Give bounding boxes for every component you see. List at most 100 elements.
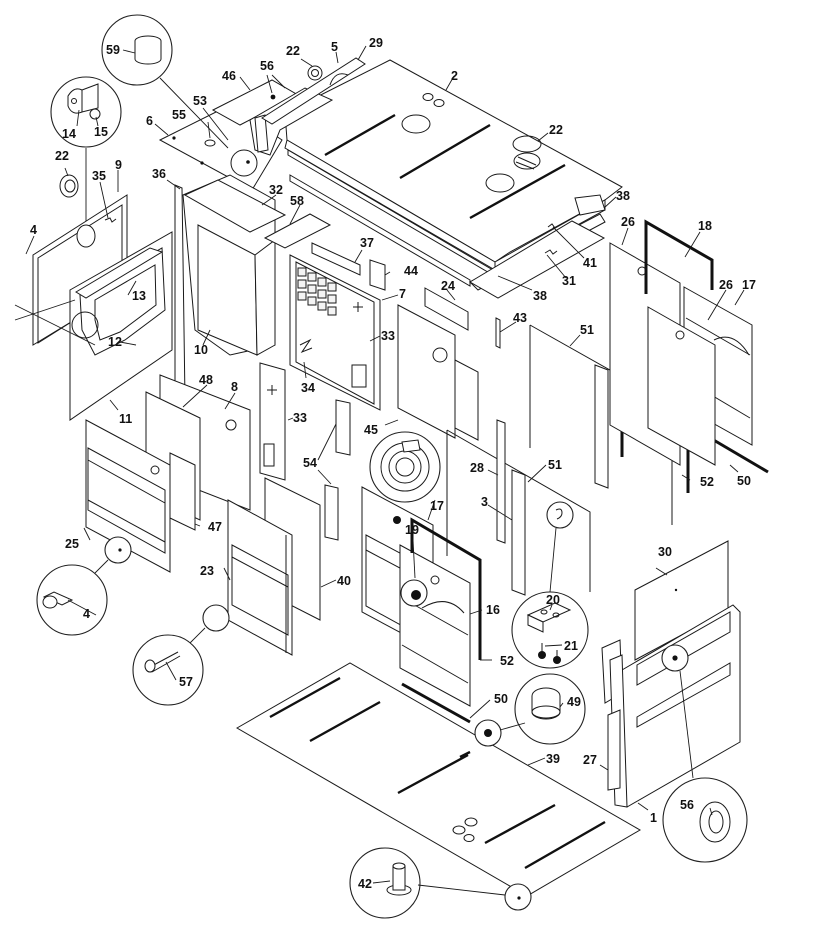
callout-37: 37 bbox=[360, 236, 374, 250]
detail-circle-42 bbox=[349, 847, 532, 919]
inner-box-part bbox=[174, 174, 332, 401]
leader-4a bbox=[14, 299, 76, 321]
leader-4b bbox=[14, 304, 96, 346]
detail-circle-4 bbox=[36, 536, 132, 636]
callout-51: 51 bbox=[580, 323, 594, 337]
callout-labels: 59 22 5 29 46 56 53 55 6 14 15 22 9 35 3… bbox=[30, 36, 756, 891]
control-grid bbox=[297, 267, 337, 316]
callout-28: 28 bbox=[470, 461, 484, 475]
door-assembly-part bbox=[227, 499, 293, 656]
callout-14: 14 bbox=[62, 127, 76, 141]
detail-circle-59 bbox=[101, 14, 229, 149]
callout-26: 26 bbox=[621, 215, 635, 229]
detail-circle-fan bbox=[369, 431, 441, 503]
callout-23: 23 bbox=[200, 564, 214, 578]
callout-22: 22 bbox=[286, 44, 300, 58]
callout-20: 20 bbox=[546, 593, 560, 607]
fan-housing-panel-part bbox=[397, 287, 501, 441]
callout-55: 55 bbox=[172, 108, 186, 122]
callout-46: 46 bbox=[222, 69, 236, 83]
callout-49: 49 bbox=[567, 695, 581, 709]
callout-1: 1 bbox=[650, 811, 657, 825]
callout-22: 22 bbox=[55, 149, 69, 163]
base-plate-part bbox=[235, 662, 641, 897]
callout-38: 38 bbox=[616, 189, 630, 203]
callout-15: 15 bbox=[94, 125, 108, 139]
callout-33: 33 bbox=[293, 411, 307, 425]
callout-25: 25 bbox=[65, 537, 79, 551]
callout-52: 52 bbox=[700, 475, 714, 489]
callout-16: 16 bbox=[486, 603, 500, 617]
callout-57: 57 bbox=[179, 675, 193, 689]
callout-36: 36 bbox=[152, 167, 166, 181]
callout-32: 32 bbox=[269, 183, 283, 197]
rear-flue-bracket-part bbox=[261, 57, 366, 125]
callout-38: 38 bbox=[533, 289, 547, 303]
callout-19: 19 bbox=[405, 523, 419, 537]
detail-circle-56 bbox=[661, 644, 748, 863]
detail-circle-14-15 bbox=[50, 76, 122, 330]
callout-56: 56 bbox=[680, 798, 694, 812]
callout-17: 17 bbox=[742, 278, 756, 292]
callout-17: 17 bbox=[430, 499, 444, 513]
callout-26: 26 bbox=[719, 278, 733, 292]
callout-10: 10 bbox=[194, 343, 208, 357]
callout-50: 50 bbox=[494, 692, 508, 706]
left-outer-panel-part bbox=[85, 419, 171, 573]
callout-42: 42 bbox=[358, 877, 372, 891]
callout-58: 58 bbox=[290, 194, 304, 208]
detail-circle-49 bbox=[474, 673, 586, 747]
callout-48: 48 bbox=[199, 373, 213, 387]
callout-51: 51 bbox=[548, 458, 562, 472]
callout-43: 43 bbox=[513, 311, 527, 325]
callout-59: 59 bbox=[106, 43, 120, 57]
callout-4: 4 bbox=[30, 223, 37, 237]
door-handle-detail bbox=[400, 579, 428, 607]
insulation-blocks-part bbox=[324, 399, 351, 541]
callout-54: 54 bbox=[303, 456, 317, 470]
callout-31: 31 bbox=[562, 274, 576, 288]
callout-39: 39 bbox=[546, 752, 560, 766]
callout-52: 52 bbox=[500, 654, 514, 668]
grommet-part-left bbox=[59, 174, 79, 198]
callout-40: 40 bbox=[337, 574, 351, 588]
detail-circle-57 bbox=[132, 604, 230, 706]
callout-11: 11 bbox=[119, 412, 132, 426]
front-gasket-part bbox=[401, 517, 482, 724]
detail-circle-20-21 bbox=[511, 501, 589, 669]
rear-top-plate-part bbox=[158, 79, 334, 191]
callout-50: 50 bbox=[737, 474, 751, 488]
side-glass-panel-2-part bbox=[647, 306, 716, 466]
callout-6: 6 bbox=[146, 114, 153, 128]
callout-9: 9 bbox=[115, 158, 122, 172]
callout-45: 45 bbox=[364, 423, 378, 437]
callout-21: 21 bbox=[564, 639, 578, 653]
callout-7: 7 bbox=[399, 287, 406, 301]
callout-12: 12 bbox=[108, 335, 122, 349]
leader-lines bbox=[25, 45, 745, 884]
callout-27: 27 bbox=[583, 753, 597, 767]
callout-13: 13 bbox=[132, 289, 146, 303]
callout-2: 2 bbox=[451, 69, 458, 83]
callout-22: 22 bbox=[549, 123, 563, 137]
callout-53: 53 bbox=[193, 94, 207, 108]
callout-8: 8 bbox=[231, 380, 238, 394]
left-inner-panel-part bbox=[69, 231, 173, 421]
callout-4: 4 bbox=[83, 607, 90, 621]
callout-34: 34 bbox=[301, 381, 315, 395]
callout-44: 44 bbox=[404, 264, 418, 278]
callout-41: 41 bbox=[583, 256, 597, 270]
callout-18: 18 bbox=[698, 219, 712, 233]
callout-24: 24 bbox=[441, 279, 455, 293]
callout-47: 47 bbox=[208, 520, 222, 534]
front-door-16-part bbox=[399, 544, 471, 707]
callout-35: 35 bbox=[92, 169, 106, 183]
callout-5: 5 bbox=[331, 40, 338, 54]
side-gasket-18-part bbox=[644, 219, 714, 294]
insulation-plate-part bbox=[169, 452, 196, 531]
callout-33: 33 bbox=[381, 329, 395, 343]
side-strip-panel-part bbox=[259, 362, 286, 481]
callout-3: 3 bbox=[481, 495, 488, 509]
